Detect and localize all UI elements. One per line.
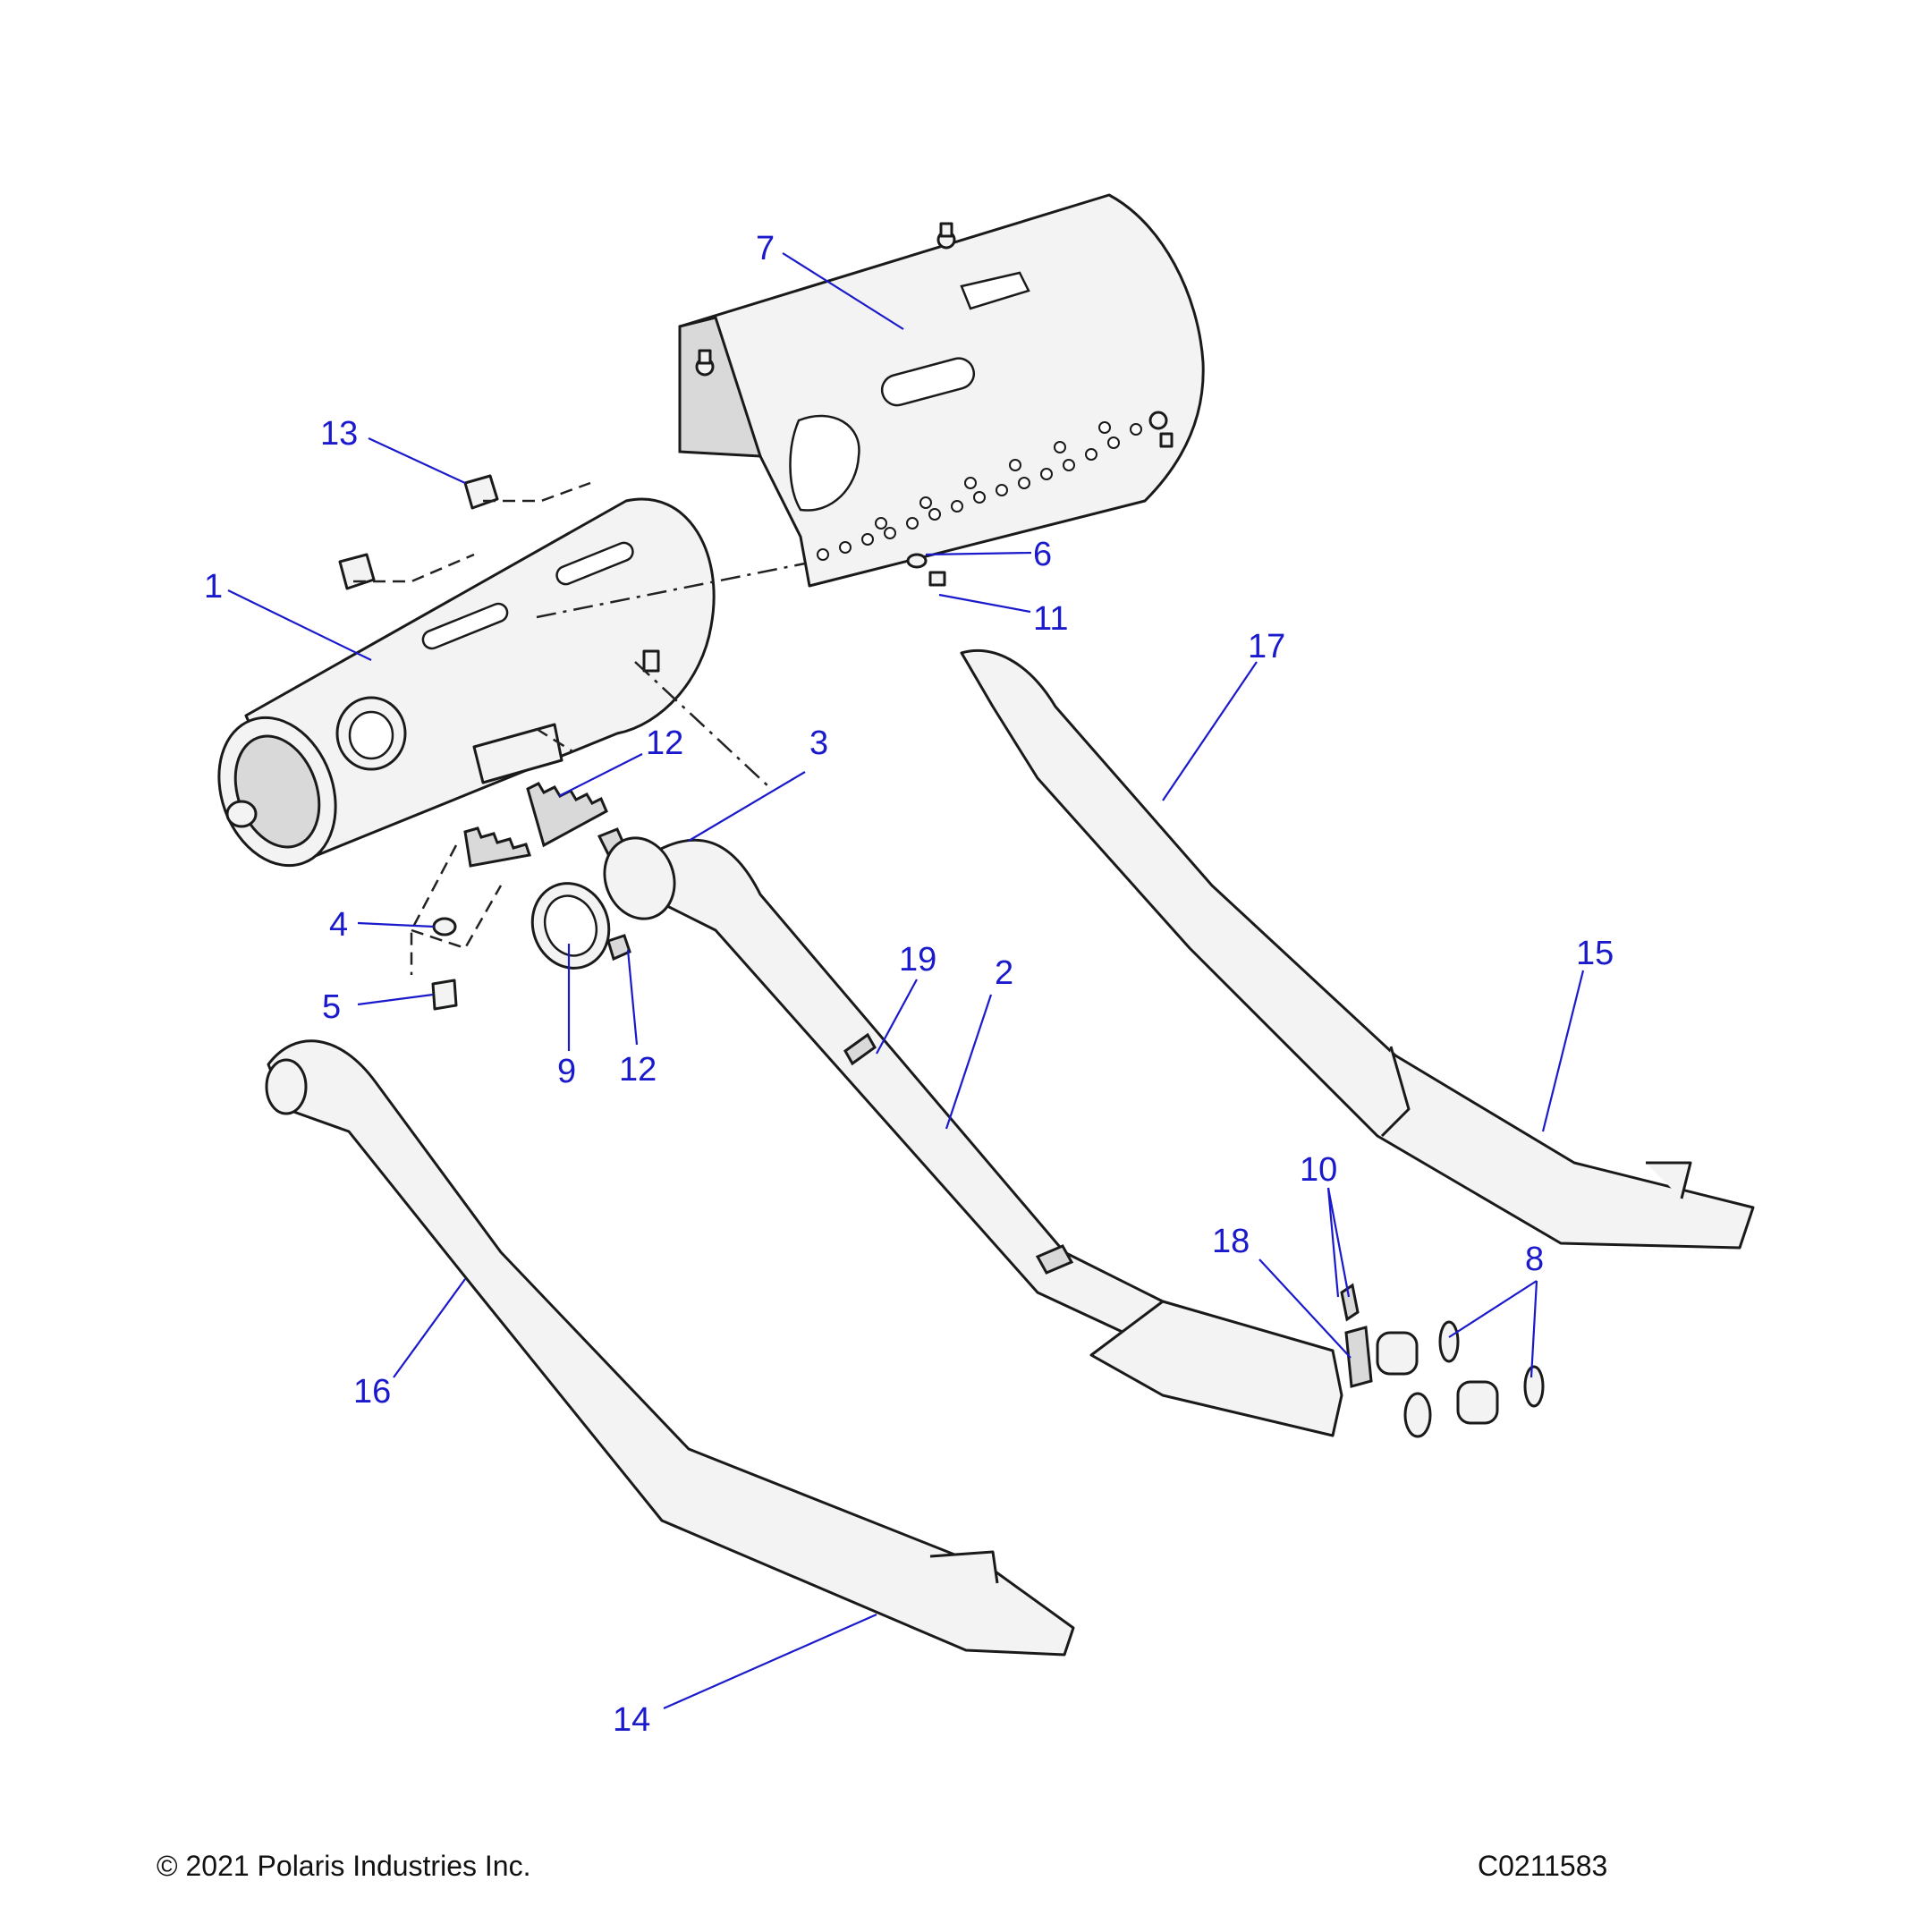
pin [431,979,458,1011]
callout-label: 6 [1033,536,1052,573]
left-pipe-guard [265,1039,1075,1657]
copyright-notice: © 2021 Polaris Industries Inc. [157,1850,531,1882]
callout-label: 13 [320,415,358,453]
callout-label: 9 [557,1053,576,1090]
callout-label: 15 [1576,935,1614,972]
callout-label: 7 [756,230,775,267]
isolators [338,474,499,590]
clips [1340,1283,1360,1322]
callout-label: 5 [322,988,341,1026]
heat-shield-vent-holes [817,421,1142,561]
bolt [928,571,946,587]
callout-label: 17 [1248,628,1285,665]
shield-bolts [695,222,1174,587]
drawing-number: C0211583 [1478,1850,1608,1882]
callouts: 1 2 3 4 5 6 7 8 9 10 11 12 12 13 14 15 [204,230,1614,1739]
callout-label: 11 [1033,600,1068,638]
callout-label: 16 [353,1373,391,1411]
assembly-lines [353,481,806,975]
callout-label: 12 [619,1051,657,1089]
callout-label: 10 [1300,1151,1337,1189]
head-pipe [603,836,1499,1438]
callout-label: 12 [646,724,683,762]
callout-label: 14 [613,1701,650,1739]
exhaust-gasket [1438,1320,1460,1363]
callout-label: 2 [995,954,1013,992]
right-pipe-guard [960,649,1755,1250]
exhaust-gasket [1523,1365,1545,1408]
grommet [432,917,457,936]
callout-label: 18 [1212,1223,1250,1260]
callout-label: 4 [329,906,348,944]
callout-label: 8 [1525,1241,1544,1278]
callout-label: 1 [204,568,223,606]
callout-label: 19 [899,941,936,979]
washer [906,553,928,569]
muffler [217,497,716,868]
callout-label: 3 [809,724,828,762]
